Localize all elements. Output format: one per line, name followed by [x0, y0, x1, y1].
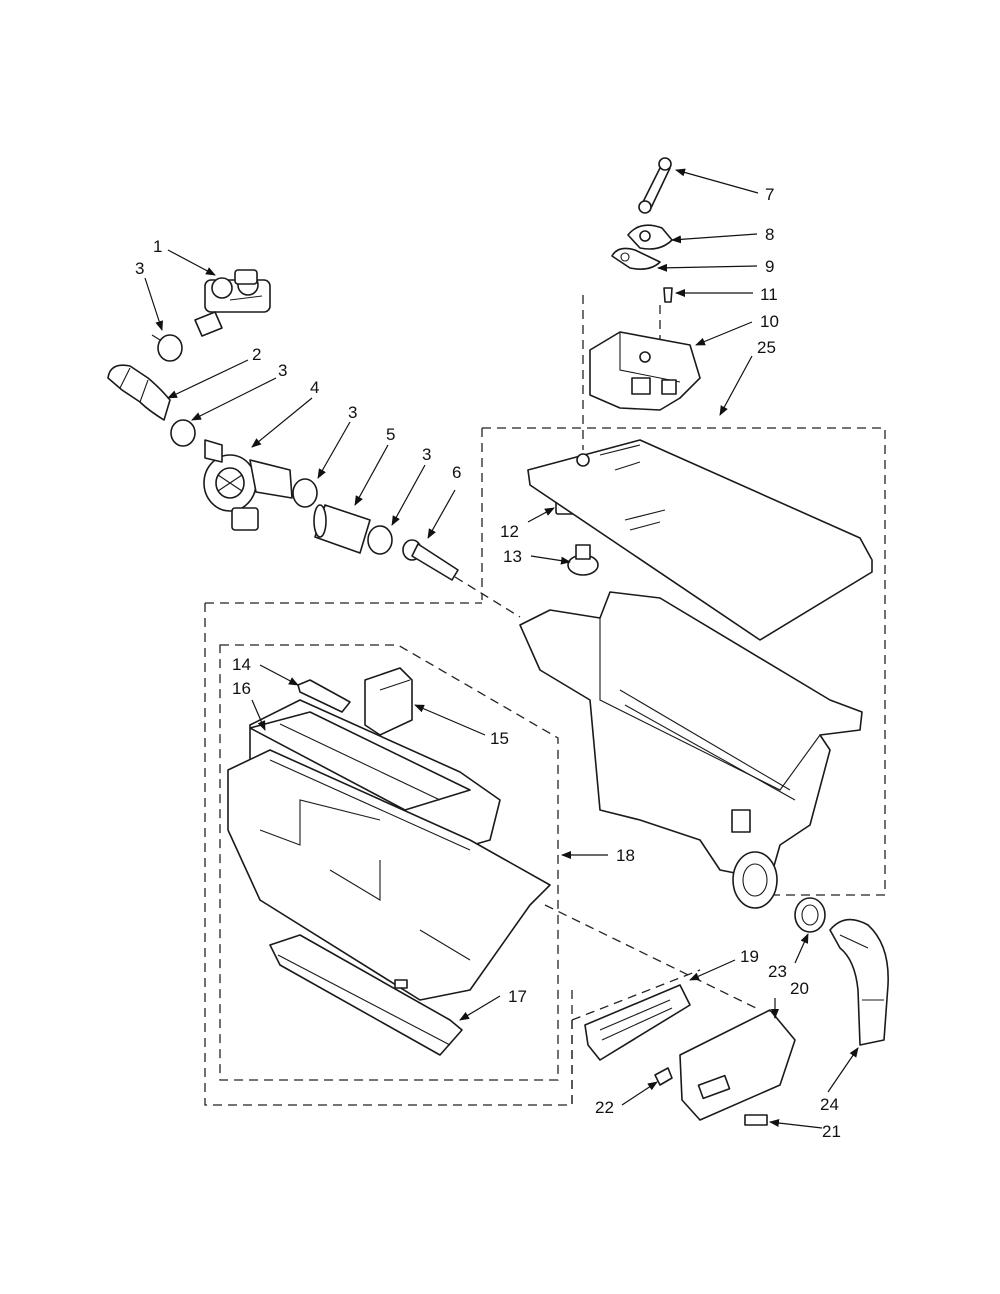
- dispenser-lid: [527, 439, 873, 641]
- callout-3-tube: 3: [422, 445, 431, 464]
- callout-3-hose: 3: [278, 361, 287, 380]
- callout-2: 2: [252, 345, 261, 364]
- gasket-part-9: [611, 247, 661, 270]
- clamp-3b: [170, 419, 196, 447]
- callout-21: 21: [822, 1122, 841, 1141]
- callout-16: 16: [232, 679, 251, 698]
- callout-10: 10: [760, 312, 779, 331]
- actuator-arm-part-7: [638, 157, 672, 214]
- callout-3-breaker: 3: [348, 403, 357, 422]
- knob-part-13: [567, 544, 599, 576]
- callout-14: 14: [232, 655, 251, 674]
- drawer-front-part-17: [269, 934, 463, 1056]
- callout-24: 24: [820, 1095, 839, 1114]
- front-panel-boundary: [571, 969, 701, 1105]
- callout-19: 19: [740, 947, 759, 966]
- callout-5: 5: [386, 425, 395, 444]
- tube-part-5: [313, 504, 371, 554]
- callout-17: 17: [508, 987, 527, 1006]
- inlet-hose-part-2: [107, 364, 171, 421]
- callout-7: 7: [765, 185, 774, 204]
- callout-4: 4: [310, 378, 319, 397]
- callout-18: 18: [616, 846, 635, 865]
- callout-1: 1: [153, 237, 162, 256]
- clamp-3c: [292, 478, 318, 508]
- callout-15: 15: [490, 729, 509, 748]
- elbow-hose-part-24: [829, 918, 889, 1046]
- motor-actuator-part-10: [589, 331, 701, 411]
- callout-12: 12: [500, 522, 519, 541]
- cam-part-8: [627, 224, 673, 250]
- callout-11: 11: [760, 285, 778, 304]
- clip-part-14: [297, 679, 351, 713]
- callout-8: 8: [765, 225, 774, 244]
- clamp-3d: [367, 525, 393, 555]
- alignment-line-tray-to-front: [544, 904, 761, 1011]
- callout-22: 22: [595, 1098, 614, 1117]
- screw-part-11: [663, 287, 673, 303]
- callout-20: 20: [790, 979, 809, 998]
- grommet-part-23: [794, 897, 826, 933]
- dispenser-assembly-boundary-25: [481, 427, 886, 896]
- callout-13: 13: [503, 547, 522, 566]
- callout-labels: 1 3 2 3 4 3 5 3 6 7 8 9 11 10 25 12 13 1…: [135, 185, 841, 1141]
- dispenser-front-part-20: [679, 1009, 796, 1121]
- leader-lines: [144, 168, 859, 1129]
- callout-25: 25: [757, 338, 776, 357]
- tray-assembly-boundary-18: [219, 644, 559, 1081]
- tray-insert-part-16: [249, 711, 471, 811]
- outer-tray-boundary: [204, 602, 573, 1106]
- dispenser-housing: [519, 591, 863, 909]
- callout-6: 6: [452, 463, 461, 482]
- water-valve-part-1: [194, 269, 271, 337]
- siphon-cap-part-15: [364, 667, 413, 736]
- clamp-3a: [151, 334, 183, 362]
- screw-part-22: [654, 1067, 673, 1086]
- callout-3-valve: 3: [135, 259, 144, 278]
- alignment-line-valve-to-housing: [454, 576, 521, 618]
- nozzle-part-6: [402, 539, 459, 581]
- callout-9: 9: [765, 257, 774, 276]
- callout-23: 23: [768, 962, 787, 981]
- vacuum-breaker-part-4: [203, 439, 293, 531]
- label-part-21: [744, 1114, 768, 1126]
- handle-part-19: [584, 984, 691, 1061]
